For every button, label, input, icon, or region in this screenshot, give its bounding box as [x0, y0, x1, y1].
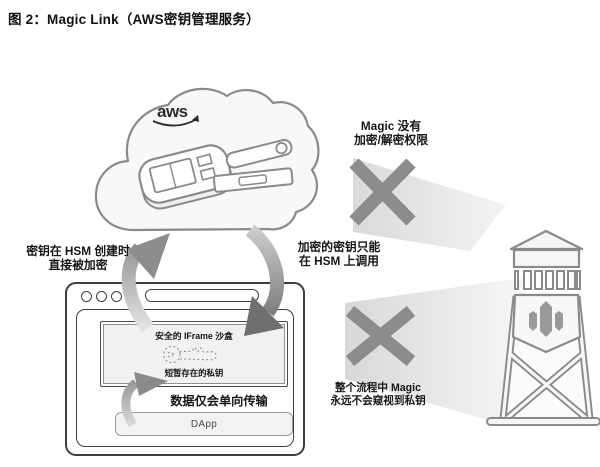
- window-dot-icon: [81, 291, 92, 302]
- lighthouse-lamp-slats: [514, 270, 581, 290]
- window-dot-icon: [96, 291, 107, 302]
- lighthouse-band: [512, 248, 581, 269]
- dapp-button: DApp: [115, 412, 293, 436]
- x-mark-icon-bottom: [345, 305, 416, 367]
- aws-smile-icon: [152, 118, 198, 127]
- magic-emblem-icon: [529, 301, 563, 337]
- label-encrypted-key: 加密的密钥只能 在 HSM 上调用: [264, 240, 414, 268]
- private-key-caption: 短暂存在的私钥: [164, 368, 224, 378]
- dotted-key-icon: [163, 345, 217, 364]
- label-encrypted-key-line1: 加密的密钥只能: [297, 240, 381, 254]
- label-never-see-line1: 整个流程中 Magic: [335, 382, 421, 394]
- label-one-way: 数据仅会单向传输: [170, 394, 268, 408]
- label-key-created-line2: 直接被加密: [48, 258, 108, 272]
- x-mark-icon-top: [349, 158, 416, 226]
- lighthouse-body-fill: [503, 296, 590, 419]
- lighthouse-bracing: [499, 295, 594, 422]
- window-dot-icon: [111, 291, 122, 302]
- aws-cloud: aws: [94, 87, 320, 232]
- label-never-see: 整个流程中 Magic 永远不会窥视到私钥: [298, 382, 458, 407]
- aws-smile-arrow: [192, 115, 199, 122]
- secure-iframe-box: 安全的 IFrame 沙盒 短暂存在的私钥: [100, 321, 288, 387]
- label-key-created-line1: 密钥在 HSM 创建时: [26, 244, 130, 258]
- label-never-see-line2: 永远不会窥视到私钥: [330, 394, 426, 407]
- label-key-created: 密钥在 HSM 创建时 直接被加密: [0, 244, 156, 272]
- lighthouse-roof: [509, 229, 584, 251]
- label-no-permission-line1: Magic 没有: [360, 119, 422, 133]
- ledger-device-icon: [212, 138, 294, 193]
- aws-logo-text: aws: [157, 102, 188, 121]
- browser-window: 安全的 IFrame 沙盒 短暂存在的私钥 DApp: [65, 282, 305, 456]
- cloud-outline: [94, 87, 320, 232]
- address-bar: [145, 289, 259, 302]
- secure-iframe-inner: 安全的 IFrame 沙盒 短暂存在的私钥: [103, 324, 285, 384]
- figure-title: 图 2：Magic Link（AWS密钥管理服务）: [8, 12, 260, 27]
- beam-to-cloud: [353, 158, 506, 251]
- lighthouse-shield: [511, 293, 582, 354]
- label-no-permission: Magic 没有 加密/解密权限: [316, 119, 466, 147]
- label-no-permission-line2: 加密/解密权限: [353, 133, 429, 147]
- lighthouse-base: [486, 417, 600, 426]
- trezor-device-icon: [138, 144, 233, 210]
- iframe-title: 安全的 IFrame 沙盒: [155, 331, 233, 341]
- label-encrypted-key-line2: 在 HSM 上调用: [299, 254, 379, 268]
- dapp-button-label: DApp: [190, 418, 218, 430]
- magic-lighthouse-icon: [486, 229, 600, 426]
- lighthouse-bracing-inner: [501, 295, 592, 421]
